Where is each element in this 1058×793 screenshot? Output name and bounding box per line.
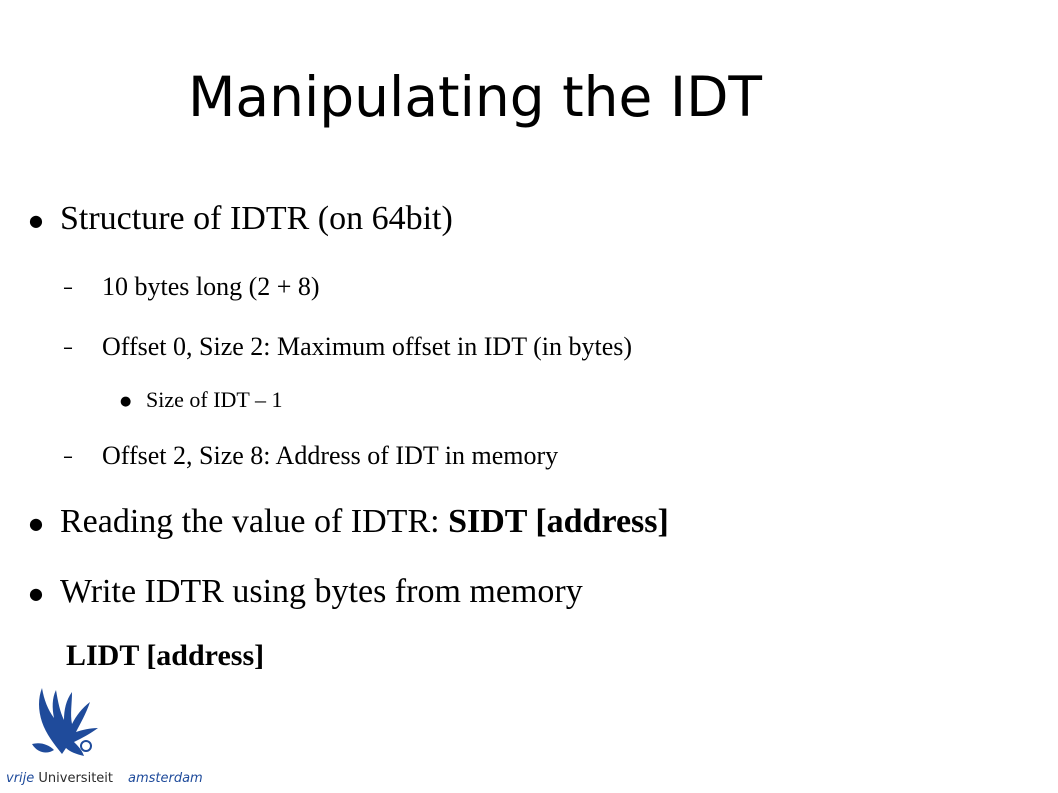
bullet-dash-icon: – xyxy=(63,444,73,468)
logo-text-universiteit: Universiteit xyxy=(38,771,113,786)
bullet-text: Write IDTR using bytes from memory xyxy=(60,573,583,610)
university-logo: vrije Universiteit amsterdam xyxy=(0,680,240,793)
bullet-dot-icon: ● xyxy=(120,394,132,409)
bullet-text: Reading the value of IDTR: SIDT [address… xyxy=(60,498,669,546)
slide-title: Manipulating the IDT xyxy=(187,65,763,129)
sub-bullet-text: 10 bytes long (2 + 8) xyxy=(102,272,320,301)
bullet-dash-icon: – xyxy=(63,335,73,359)
sub-bullet-text: Offset 0, Size 2: Maximum offset in IDT … xyxy=(102,332,633,361)
logo-text-amsterdam: amsterdam xyxy=(128,771,203,786)
sub-sub-bullet-text: Size of IDT – 1 xyxy=(146,387,283,412)
logo-text-vrije: vrije xyxy=(6,771,35,786)
sub-bullet-text: Offset 2, Size 8: Address of IDT in memo… xyxy=(102,441,559,470)
instruction-text: LIDT [address] xyxy=(66,639,265,672)
bullet-text-bold: SIDT [address] xyxy=(448,503,669,540)
logo-wordmark: vrije Universiteit amsterdam xyxy=(6,771,203,787)
bullet-dot-icon: ● xyxy=(29,211,43,230)
griffin-logo-icon xyxy=(32,688,98,756)
bullet-text-normal: Reading the value of IDTR: xyxy=(60,503,449,540)
bullet-dot-icon: ● xyxy=(29,514,43,533)
bullet-dot-icon: ● xyxy=(29,584,43,603)
bullet-dash-icon: – xyxy=(63,275,73,299)
bullet-text: Structure of IDTR (on 64bit) xyxy=(60,200,453,237)
